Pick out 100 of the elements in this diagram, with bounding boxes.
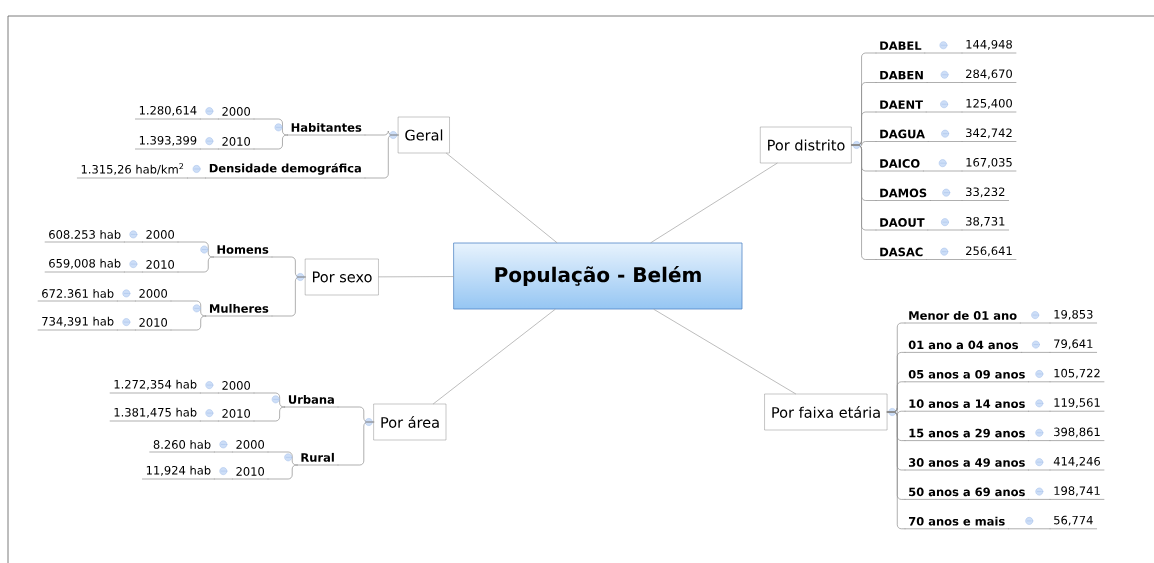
topic-label: 01 ano a 04 anos (904, 340, 1023, 353)
branch-box: Por distrito (760, 126, 852, 164)
connector-line (200, 118, 219, 120)
connector-line (117, 329, 136, 331)
value-label: 8.260 hab (149, 439, 215, 453)
connector-line (124, 271, 143, 273)
topic-label: DAENT (875, 100, 927, 113)
topic-label: DAOUT (875, 218, 929, 231)
topic-label: DAGUA (875, 129, 929, 142)
connector-line (927, 229, 963, 231)
value-label: 2000 (218, 107, 255, 120)
connector-line (177, 256, 214, 273)
connector-line (926, 82, 963, 83)
topic-label: Urbana (284, 394, 339, 408)
topic-label: Rural (296, 452, 339, 466)
connector-line (1028, 440, 1051, 441)
topic-label: 50 anos a 69 anos (904, 487, 1029, 500)
topic-label: Densidade demográfica (205, 163, 366, 179)
value-label: 198,741 (1049, 486, 1105, 500)
connector-line (1028, 469, 1051, 471)
connector-line (200, 392, 219, 394)
topic-label: 05 anos a 09 anos (904, 369, 1029, 383)
value-label: 342,742 (961, 128, 1017, 142)
value-label: 56,774 (1049, 515, 1097, 530)
branch-box: Geral (398, 116, 450, 154)
connector-line (650, 162, 778, 243)
value-label: 398,861 (1049, 427, 1105, 441)
connector-line (200, 148, 219, 150)
value-label: 2010 (232, 467, 269, 480)
value-label: 33,232 (961, 187, 1009, 201)
connector-line (378, 276, 454, 278)
connector-line (364, 134, 399, 179)
connector-line (926, 259, 963, 260)
connector-line (1008, 528, 1051, 530)
value-label: 2000 (142, 230, 179, 243)
connector-line (1028, 410, 1051, 412)
value-label: 672.361 hab (37, 288, 118, 302)
topic-label: 70 anos e mais (904, 516, 1009, 530)
connector-line (253, 392, 285, 408)
connector-line (170, 315, 207, 331)
connector-line (923, 170, 963, 172)
topic-label: 30 anos a 49 anos (904, 458, 1029, 471)
connector-line (117, 300, 136, 302)
branch-box: Por sexo (305, 258, 379, 296)
value-label: 2010 (142, 260, 179, 273)
connector-line (253, 406, 285, 422)
connector-line (1021, 352, 1051, 353)
connector-line (653, 309, 796, 395)
central-topic-box: População - Belém (453, 242, 743, 310)
topic-label: 15 anos a 29 anos (904, 428, 1029, 441)
value-label: 19,853 (1049, 309, 1097, 324)
value-label: 119,561 (1049, 398, 1105, 412)
connector-line (927, 141, 963, 142)
connector-line (433, 309, 556, 405)
topic-label: Mulheres (205, 303, 273, 317)
connector-line (1028, 499, 1051, 500)
value-label: 608.253 hab (44, 229, 125, 243)
topic-label: DABEL (875, 41, 926, 54)
value-label: 1.272,354 hab (109, 379, 201, 394)
connector-line (886, 411, 906, 530)
connector-line (200, 420, 219, 422)
value-label: 1.315,26 hab/km$^{2}$ (76, 163, 188, 179)
connector-line (267, 464, 298, 480)
connector-line (124, 241, 143, 243)
value-label: 11,924 hab (142, 465, 215, 480)
connector-line (187, 177, 206, 179)
connector-line (170, 300, 207, 317)
value-label: 79,641 (1049, 339, 1097, 353)
connector-line (337, 421, 375, 466)
value-label: 144,948 (961, 39, 1017, 54)
value-label: 125,400 (961, 98, 1017, 113)
value-label: 167,035 (961, 157, 1017, 172)
connector-line (177, 241, 214, 258)
connector-line (851, 144, 877, 260)
connector-line (253, 134, 288, 150)
connector-line (267, 451, 298, 466)
connector-line (446, 152, 558, 243)
branch-box: Por área (373, 403, 447, 441)
connector-line (1019, 322, 1051, 324)
topic-label: DAICO (875, 159, 924, 172)
value-label: 659,008 hab (44, 258, 125, 273)
topic-label: DASAC (875, 247, 927, 260)
connector-line (1028, 381, 1051, 383)
topic-label: DAMOS (875, 188, 931, 201)
value-label: 38,731 (961, 216, 1009, 231)
topic-label: Habitantes (287, 122, 366, 136)
value-label: 1.280,614 (135, 105, 201, 120)
connector-line (253, 118, 288, 136)
value-label: 1.381,475 hab (109, 407, 201, 422)
value-label: 2010 (135, 318, 172, 331)
connector-line (925, 111, 963, 113)
connector-line (924, 52, 963, 54)
connector-line (271, 276, 306, 317)
connector-line (214, 478, 233, 480)
value-label: 1.393,399 (135, 135, 201, 150)
topic-label: Menor de 01 ano (904, 310, 1021, 324)
value-label: 2010 (218, 137, 255, 150)
value-label: 734,391 hab (37, 316, 118, 331)
value-label: 2000 (135, 289, 172, 302)
value-label: 284,670 (961, 69, 1017, 83)
